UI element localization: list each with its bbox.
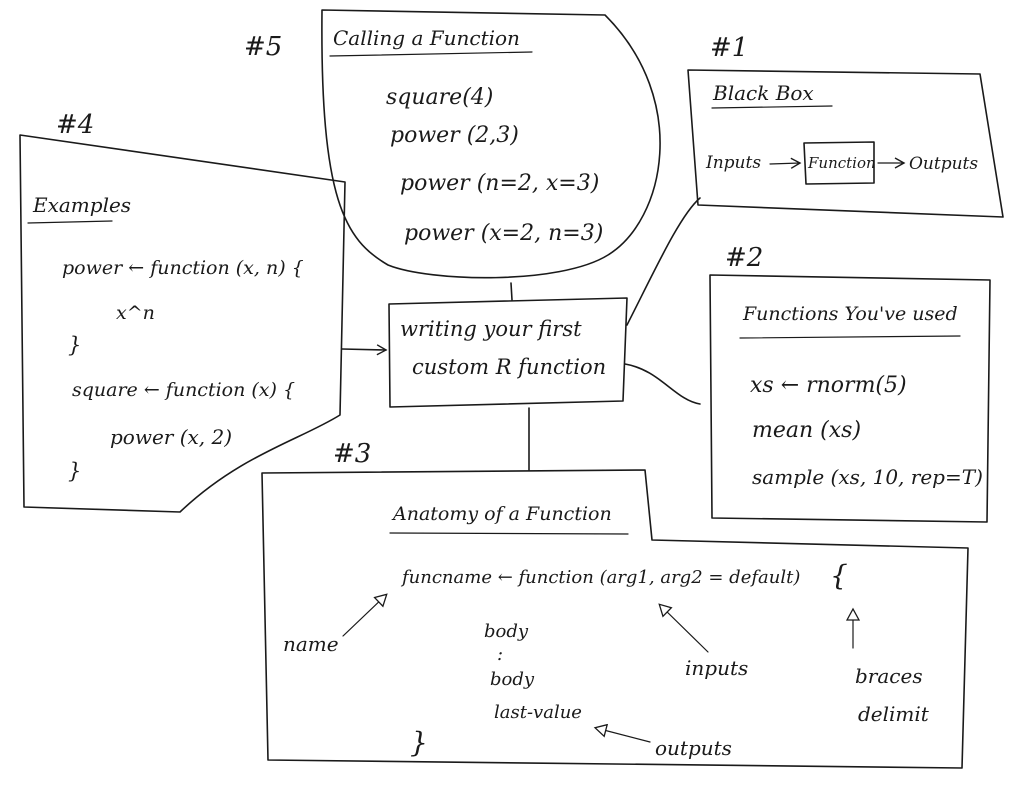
example-line-6: }	[68, 459, 81, 483]
black-box-function: Function	[807, 154, 876, 172]
center-line-2: custom R function	[412, 355, 606, 379]
panel-3-title: Anatomy of a Function	[391, 503, 612, 525]
panel-4-title-underline	[27, 220, 113, 224]
connector-center-to-1	[626, 197, 701, 326]
connector-4-to-center	[341, 344, 388, 356]
arrow-outputs	[596, 728, 651, 743]
panel-calling-a-function: #5 Calling a Function square(4) power (2…	[244, 9, 661, 279]
panel-black-box: #1 Black Box Inputs Function Outputs	[687, 33, 1004, 218]
panel-4-outline	[19, 134, 346, 513]
label-inputs: inputs	[685, 656, 748, 680]
call-line-1: square(4)	[386, 85, 493, 110]
panel-2-title-underline	[739, 335, 961, 339]
example-line-3: }	[68, 333, 81, 357]
label-outputs: outputs	[655, 736, 732, 760]
panel-1-outline	[687, 69, 1004, 218]
panel-functions-youve-used: #2 Functions You've used xs ← rnorm(5) m…	[709, 243, 991, 523]
connector-center-to-5	[510, 282, 513, 301]
arrow-name	[342, 595, 386, 637]
panel-4-number: #4	[56, 110, 94, 140]
used-line-3: sample (xs, 10, rep=T)	[752, 465, 983, 489]
anatomy-body-dots: :	[497, 644, 503, 665]
label-delimit: delimit	[858, 702, 930, 726]
example-line-2: x^n	[116, 302, 155, 324]
panel-5-title-underline	[329, 51, 533, 57]
center-box	[388, 297, 628, 408]
panel-1-title: Black Box	[712, 81, 814, 105]
panel-2-outline	[709, 274, 991, 523]
example-line-1: power ← function (x, n) {	[62, 257, 304, 279]
panel-examples: #4 Examples power ← function (x, n) { x^…	[19, 110, 346, 513]
black-box-function-box	[803, 141, 875, 185]
anatomy-body-2: body	[490, 669, 535, 690]
anatomy-body-1: body	[484, 621, 529, 642]
anatomy-open-brace: {	[830, 559, 848, 592]
connectors	[341, 197, 701, 471]
panel-3-number: #3	[333, 439, 371, 469]
example-line-4: square ← function (x) {	[72, 379, 295, 401]
example-line-5: power (x, 2)	[110, 425, 232, 449]
label-name: name	[283, 632, 339, 656]
panel-5-title: Calling a Function	[333, 26, 520, 50]
center-line-1: writing your first	[400, 317, 582, 341]
black-box-arrow-in	[769, 157, 802, 169]
used-line-2: mean (xs)	[752, 418, 861, 443]
panel-1-number: #1	[710, 33, 748, 63]
call-line-3: power (n=2, x=3)	[400, 171, 599, 196]
anatomy-close-brace: }	[410, 726, 428, 759]
call-line-4: power (x=2, n=3)	[404, 221, 603, 246]
anatomy-signature: funcname ← function (arg1, arg2 = defaul…	[400, 567, 800, 588]
panel-2-number: #2	[725, 243, 763, 273]
connector-center-to-2	[624, 363, 701, 405]
used-line-1: xs ← rnorm(5)	[750, 373, 907, 398]
anatomy-last-value: last-value	[494, 702, 582, 723]
panel-5-number: #5	[244, 32, 282, 62]
center-topic: writing your first custom R function	[388, 297, 628, 408]
panel-2-title: Functions You've used	[742, 303, 958, 325]
label-braces: braces	[855, 664, 923, 688]
panel-3-title-underline	[389, 532, 629, 535]
panel-1-title-underline	[711, 105, 833, 109]
panel-anatomy-of-a-function: #3 Anatomy of a Function funcname ← func…	[261, 439, 969, 769]
call-line-2: power (2,3)	[390, 123, 519, 148]
panel-5-outline	[321, 9, 661, 279]
arrow-inputs	[660, 605, 709, 653]
black-box-inputs: Inputs	[705, 153, 761, 173]
panel-4-title: Examples	[32, 193, 131, 217]
black-box-outputs: Outputs	[909, 154, 978, 174]
panel-3-outline	[261, 469, 969, 769]
